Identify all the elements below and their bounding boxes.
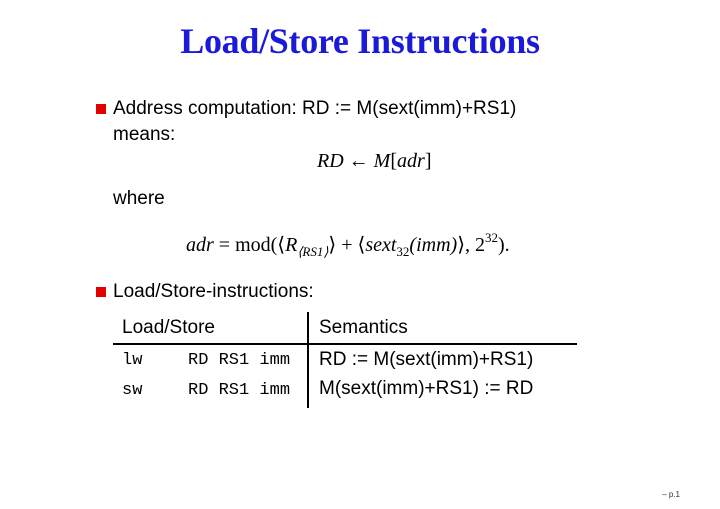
eq1-arrow: ← — [348, 150, 369, 172]
eq1-adr: adr — [397, 150, 425, 172]
row-1-semantics: RD := M(sext(imm)+RS1) — [319, 349, 534, 370]
eq2-end: ). — [498, 234, 510, 256]
table-column-divider — [307, 312, 309, 408]
eq2-close2: ⟩, — [457, 234, 470, 256]
eq1-lhs: RD — [317, 150, 344, 172]
eq2-base: 2 — [475, 234, 485, 256]
bullet-1-line-1: Address computation: RD := M(sext(imm)+R… — [113, 98, 517, 119]
eq2-plus: + — [341, 234, 353, 256]
page-number: – p.1 — [662, 490, 680, 499]
bullet-1-line-2: means: — [113, 124, 176, 145]
eq2-mod: mod — [235, 234, 271, 256]
eq1-rb: ] — [424, 150, 432, 172]
eq2-exponent: 32 — [485, 230, 498, 245]
where-label: where — [113, 188, 165, 209]
row-1-opcode: lw — [122, 351, 143, 370]
eq1-m: M — [373, 150, 391, 172]
bullet-marker-2 — [96, 287, 106, 297]
eq2-r: R — [285, 234, 298, 256]
row-2-opcode: sw — [122, 381, 143, 400]
eq2-sext: sext — [365, 234, 397, 256]
bullet-marker-1 — [96, 104, 106, 114]
table-header-semantics: Semantics — [319, 317, 408, 338]
equation-rd-memory: RD ← M[adr] — [317, 150, 431, 173]
bullet-2-label: Load/Store-instructions: — [113, 281, 314, 302]
slide-title: Load/Store Instructions — [180, 21, 540, 61]
table-header-rule — [113, 343, 577, 345]
eq2-open: (⟨ — [270, 234, 286, 256]
eq1-lb: [ — [390, 150, 398, 172]
table-header-load-store: Load/Store — [122, 317, 215, 338]
eq2-adr: adr — [186, 234, 214, 256]
eq2-r-subscript: ⟨RS1⟩ — [297, 244, 329, 259]
eq2-open2: ⟨ — [357, 234, 366, 256]
row-2-args: RD RS1 imm — [188, 381, 291, 400]
eq2-imm: (imm) — [409, 234, 458, 256]
row-1-args: RD RS1 imm — [188, 351, 291, 370]
row-2-semantics: M(sext(imm)+RS1) := RD — [319, 378, 534, 399]
eq2-close1: ⟩ — [328, 234, 337, 256]
equation-adr-mod: adr = mod(⟨R⟨RS1⟩⟩ + ⟨sext32(imm)⟩, 232)… — [186, 230, 510, 260]
eq2-sext-subscript: 32 — [396, 244, 410, 259]
eq2-equals: = — [218, 234, 231, 256]
